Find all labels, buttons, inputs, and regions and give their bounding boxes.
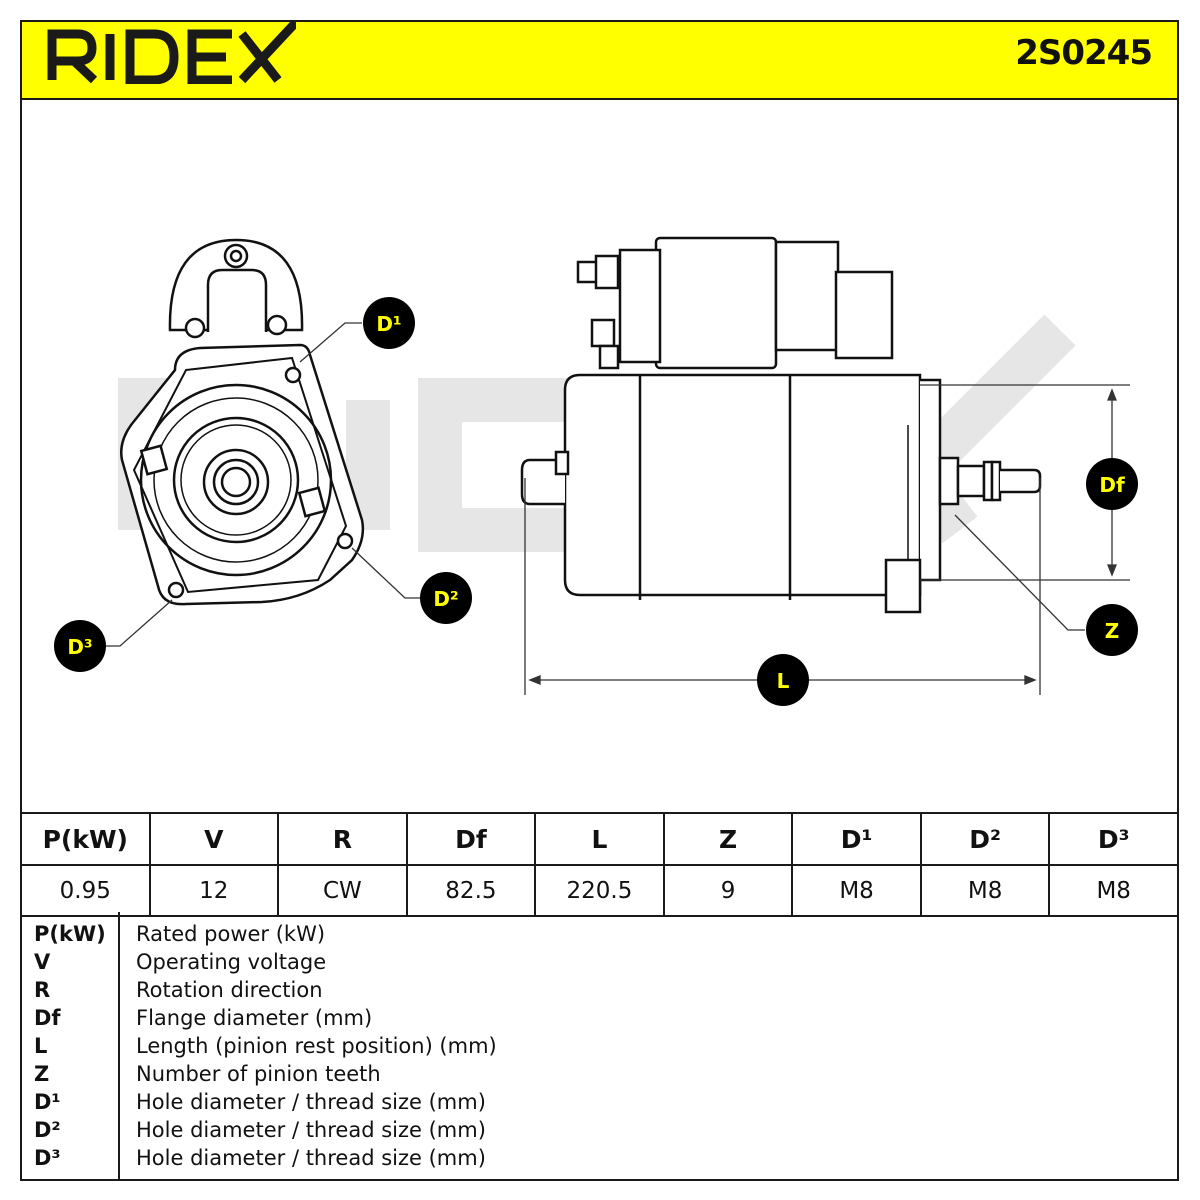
spec-value-voltage: 12	[148, 864, 280, 917]
callout-d1: D¹	[363, 297, 415, 349]
spec-header-row: P(kW) V R Df L Z D¹ D² D³	[20, 812, 1179, 866]
callout-d2: D²	[420, 572, 472, 624]
legend-divider	[118, 912, 120, 1181]
spec-header-rotation: R	[277, 812, 408, 866]
callout-z: Z	[1086, 604, 1138, 656]
callout-d3: D³	[54, 620, 106, 672]
legend-description: Length (pinion rest position) (mm)	[136, 1034, 497, 1058]
spec-header-teeth: Z	[662, 812, 794, 866]
callout-d3-label: D³	[67, 635, 92, 659]
legend-description: Flange diameter (mm)	[136, 1006, 373, 1030]
part-number: 2S0245	[1015, 33, 1153, 73]
legend-symbol: Z	[34, 1062, 50, 1086]
spec-value-rotation: CW	[277, 864, 408, 917]
callout-df: Df	[1086, 458, 1138, 510]
callout-z-label: Z	[1105, 619, 1120, 643]
legend: P(kW) Rated power (kW) V Operating volta…	[20, 912, 1179, 1181]
callout-df-label: Df	[1099, 473, 1125, 497]
legend-symbol: L	[34, 1034, 48, 1058]
side-view	[520, 236, 1042, 614]
spec-header-d2: D²	[919, 812, 1051, 866]
spec-header-length: L	[534, 812, 665, 866]
spec-header-voltage: V	[148, 812, 280, 866]
spec-header-d3: D³	[1048, 812, 1179, 866]
spec-value-length: 220.5	[534, 864, 665, 917]
spec-value-power: 0.95	[20, 864, 151, 917]
legend-symbol: D³	[34, 1146, 61, 1170]
legend-description: Hole diameter / thread size (mm)	[136, 1118, 486, 1142]
legend-description: Number of pinion teeth	[136, 1062, 381, 1086]
legend-symbol: V	[34, 950, 51, 974]
callout-d2-label: D²	[433, 587, 458, 611]
legend-description: Hole diameter / thread size (mm)	[136, 1090, 486, 1114]
legend-symbol: D²	[34, 1118, 61, 1142]
legend-symbol: D¹	[34, 1090, 61, 1114]
spec-header-flange: Df	[405, 812, 537, 866]
callout-l: L	[757, 654, 809, 706]
callout-l-label: L	[777, 669, 790, 693]
legend-description: Rotation direction	[136, 978, 323, 1002]
callout-d1-label: D¹	[376, 312, 401, 336]
spec-value-d2: M8	[919, 864, 1051, 917]
front-view	[120, 238, 365, 606]
spec-value-d3: M8	[1048, 864, 1179, 917]
ridex-logo	[47, 22, 296, 84]
spec-value-d1: M8	[791, 864, 922, 917]
spec-header-power: P(kW)	[20, 812, 151, 866]
spec-header-d1: D¹	[791, 812, 922, 866]
spec-table: P(kW) V R Df L Z D¹ D² D³ 0.95 12 CW 82.…	[20, 812, 1179, 917]
legend-symbol: Df	[34, 1006, 61, 1030]
legend-description: Operating voltage	[136, 950, 327, 974]
legend-description: Hole diameter / thread size (mm)	[136, 1146, 486, 1170]
legend-description: Rated power (kW)	[136, 922, 326, 946]
spec-value-flange: 82.5	[405, 864, 537, 917]
spec-value-teeth: 9	[662, 864, 794, 917]
starter-motor-diagram: D¹ D² D³ Df Z L	[54, 236, 1138, 706]
legend-symbol: R	[34, 978, 51, 1002]
legend-symbol: P(kW)	[34, 922, 106, 946]
spec-value-row: 0.95 12 CW 82.5 220.5 9 M8 M8 M8	[20, 864, 1179, 917]
